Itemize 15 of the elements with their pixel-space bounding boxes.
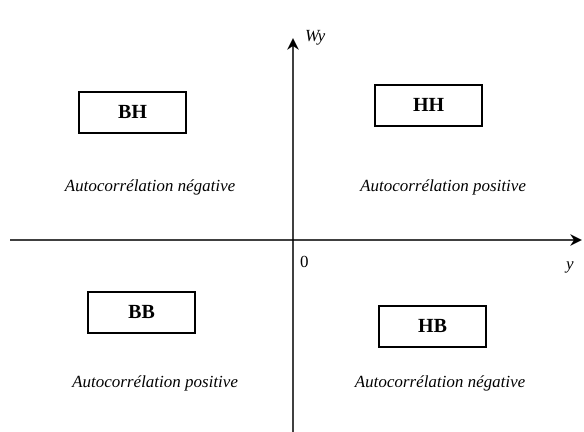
quadrant-code: HH <box>412 94 444 117</box>
quadrant-caption: Autocorrélation négative <box>354 372 526 392</box>
origin-label: 0 <box>300 252 308 272</box>
quadrant-box <box>378 305 487 348</box>
axis-label: Wy <box>305 26 326 46</box>
axis-label: y <box>566 254 574 274</box>
quadrant-box <box>78 91 187 134</box>
quadrant-caption: Autocorrélation positive <box>360 176 526 196</box>
quadrant-code: HB <box>418 315 447 338</box>
quadrant-box <box>87 291 196 334</box>
quadrant-box <box>374 84 483 127</box>
quadrant-caption: Autocorrélation négative <box>64 176 236 196</box>
quadrant-code: BH <box>118 101 147 124</box>
quadrant-code: BB <box>128 301 155 324</box>
quadrant-caption: Autocorrélation positive <box>72 372 238 392</box>
